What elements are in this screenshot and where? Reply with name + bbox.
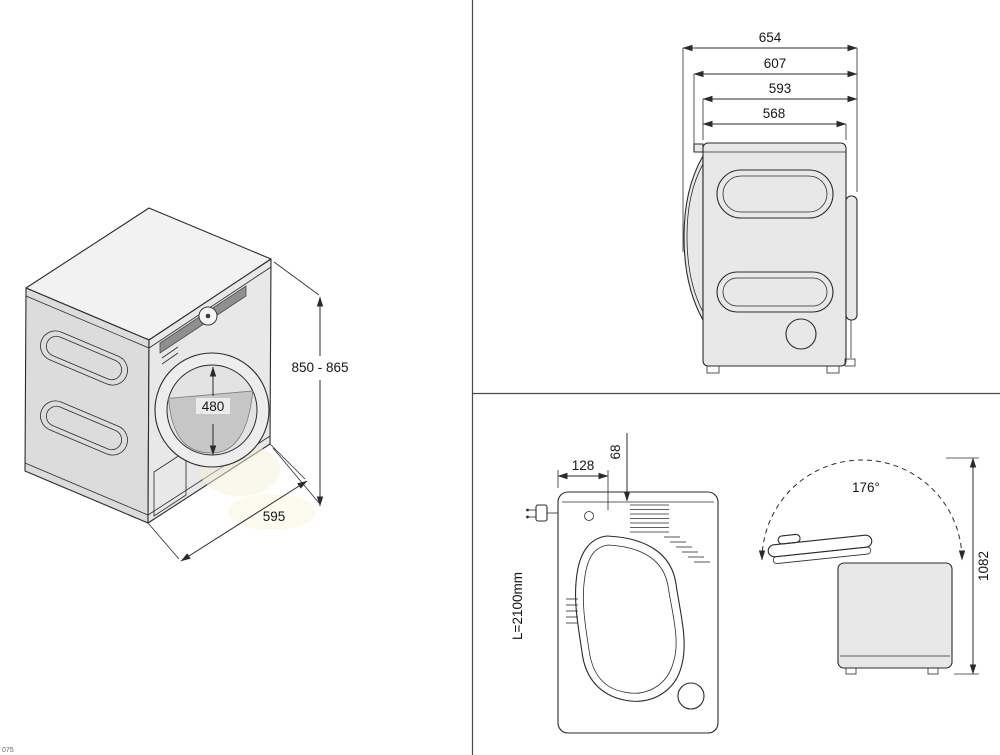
side-vent-upper xyxy=(40,330,128,386)
lid-view-foot-right xyxy=(927,667,939,675)
open-height-dimension: 1082 xyxy=(946,457,991,675)
filter-circle xyxy=(785,318,817,350)
door-dimension: 480 xyxy=(196,366,230,456)
width-ext-left xyxy=(147,522,180,560)
height-dimension: 850 - 865 xyxy=(272,261,353,507)
vent-cascade xyxy=(664,536,710,563)
offset-dimension-128: 128 xyxy=(557,458,609,510)
lid-view-body xyxy=(837,562,953,669)
display-line-2 xyxy=(161,352,179,365)
rear-foot xyxy=(844,358,856,367)
lid-open-view: 176° 1082 xyxy=(758,457,991,675)
top-step xyxy=(693,143,704,153)
control-knob-dot xyxy=(205,313,211,319)
doc-number: 075 xyxy=(2,747,14,754)
rear-channel xyxy=(845,195,858,321)
dim-label-593: 593 xyxy=(769,81,792,96)
width-ext-right xyxy=(269,443,306,480)
vent-grille xyxy=(630,504,669,533)
angle-label: 176° xyxy=(852,480,880,495)
plug-icon xyxy=(526,504,558,522)
lid-swing-arc xyxy=(758,459,966,561)
width-dim-label: 595 xyxy=(263,509,286,524)
side-view: 654 607 593 568 xyxy=(682,30,858,374)
height-label-bg xyxy=(287,360,353,376)
cable-length-label: L=2100mm xyxy=(510,572,525,640)
display-line-1 xyxy=(161,346,179,359)
door-bulge xyxy=(683,155,704,321)
offset-dimension-68: 68 xyxy=(608,433,631,502)
height-dim-label: 850 - 865 xyxy=(291,360,348,375)
door-bulge-inner xyxy=(686,163,704,313)
foot-right xyxy=(826,365,840,374)
lid-top-panel xyxy=(767,534,873,558)
depth-dimension-593: 593 xyxy=(702,81,858,140)
open-lid xyxy=(767,533,873,564)
width-dimension: 595 xyxy=(147,443,316,562)
panel-emboss-upper-inner xyxy=(722,175,828,213)
hinge-hole xyxy=(584,511,594,521)
gasket-outline-inner xyxy=(582,544,677,694)
isometric-view: 850 - 865 480 595 xyxy=(24,207,353,562)
foot-left xyxy=(706,365,720,374)
depth-dimension-607: 607 xyxy=(693,56,858,148)
dim-label-1082: 1082 xyxy=(976,551,991,581)
top-body xyxy=(557,491,719,734)
panel-emboss-lower xyxy=(716,271,834,313)
door-label-bg xyxy=(196,398,230,414)
panel-emboss-upper xyxy=(716,169,834,219)
gasket-outline-outer xyxy=(575,535,685,702)
dim-label-568: 568 xyxy=(763,106,786,121)
height-ext-bottom xyxy=(272,447,320,504)
top-view: L=2100mm 128 68 xyxy=(510,433,719,734)
height-ext-top xyxy=(273,261,320,296)
door-dim-label: 480 xyxy=(202,399,225,414)
dim-label-654: 654 xyxy=(759,30,782,45)
filter-cap-circle xyxy=(677,682,705,710)
dim-label-68: 68 xyxy=(608,444,623,459)
depth-dimension-568: 568 xyxy=(702,106,847,140)
dim-label-607: 607 xyxy=(764,56,787,71)
worktop-edge-line xyxy=(25,266,272,349)
panel-emboss-lower-inner xyxy=(722,277,828,307)
lid-view-foot-left xyxy=(845,667,857,675)
width-dim-line xyxy=(180,480,308,562)
side-vent-lower xyxy=(40,400,128,456)
depth-dimension-654: 654 xyxy=(682,30,858,252)
side-vent-lines xyxy=(566,598,578,624)
lid-underside xyxy=(772,546,872,564)
dim-label-128: 128 xyxy=(572,458,595,473)
